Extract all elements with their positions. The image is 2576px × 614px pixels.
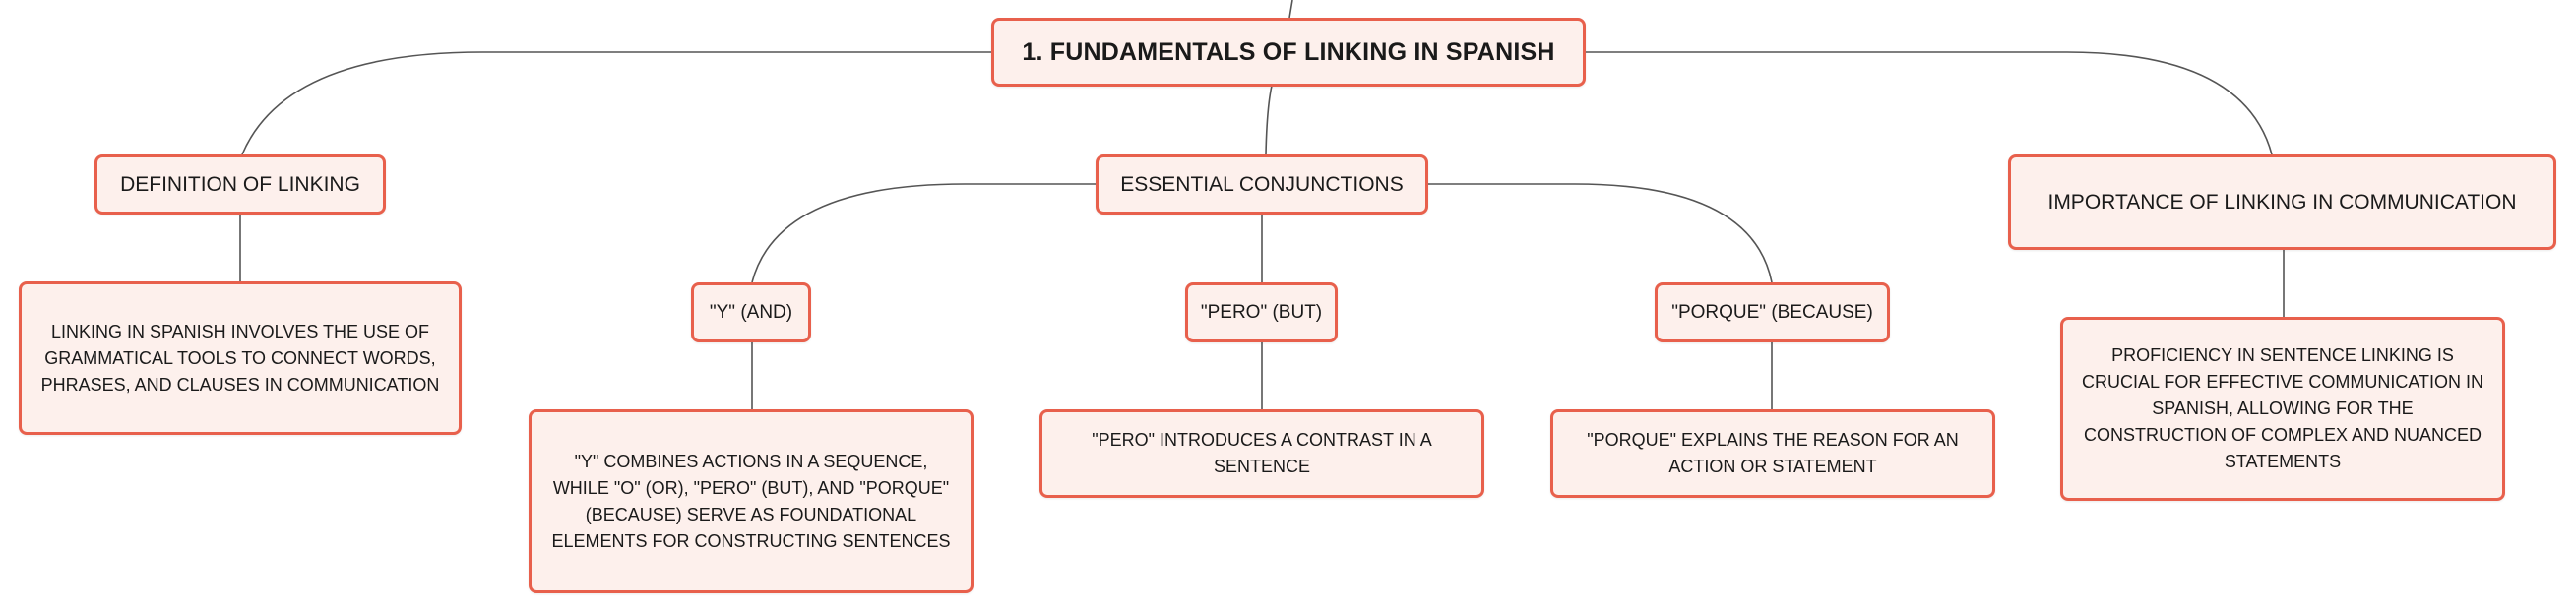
topic-node-definition-label: DEFINITION OF LINKING xyxy=(120,172,360,196)
detail-node-definition-text: LINKING IN SPANISH INVOLVES THE USE OF G… xyxy=(40,321,440,395)
detail-node-importance[interactable]: PROFICIENCY IN SENTENCE LINKING IS CRUCI… xyxy=(2060,317,2505,501)
connector-conjunctions-y xyxy=(751,183,1096,283)
subtopic-node-porque[interactable]: "PORQUE" (BECAUSE) xyxy=(1655,282,1890,342)
topic-node-importance[interactable]: IMPORTANCE OF LINKING IN COMMUNICATION xyxy=(2008,154,2556,250)
connector-root-definition xyxy=(241,51,991,155)
detail-node-pero[interactable]: "PERO" INTRODUCES A CONTRAST IN A SENTEN… xyxy=(1039,409,1484,498)
subtopic-node-pero[interactable]: "PERO" (BUT) xyxy=(1185,282,1338,342)
connector-root-conjunctions xyxy=(1265,85,1273,155)
connector-conjunctions-porque xyxy=(1428,183,1773,283)
topic-node-conjunctions-label: ESSENTIAL CONJUNCTIONS xyxy=(1120,172,1404,196)
detail-node-porque[interactable]: "PORQUE" EXPLAINS THE REASON FOR AN ACTI… xyxy=(1550,409,1995,498)
detail-node-definition[interactable]: LINKING IN SPANISH INVOLVES THE USE OF G… xyxy=(19,281,462,435)
topic-node-importance-label: IMPORTANCE OF LINKING IN COMMUNICATION xyxy=(2047,190,2517,214)
detail-node-porque-text: "PORQUE" EXPLAINS THE REASON FOR AN ACTI… xyxy=(1587,430,1959,476)
detail-node-y-text: "Y" COMBINES ACTIONS IN A SEQUENCE, WHIL… xyxy=(551,451,951,551)
root-node[interactable]: 1. FUNDAMENTALS OF LINKING IN SPANISH xyxy=(991,18,1586,87)
detail-node-y[interactable]: "Y" COMBINES ACTIONS IN A SEQUENCE, WHIL… xyxy=(529,409,974,593)
subtopic-node-pero-label: "PERO" (BUT) xyxy=(1200,301,1323,323)
subtopic-node-porque-label: "PORQUE" (BECAUSE) xyxy=(1671,301,1873,323)
detail-node-importance-text: PROFICIENCY IN SENTENCE LINKING IS CRUCI… xyxy=(2081,345,2483,471)
topic-node-conjunctions[interactable]: ESSENTIAL CONJUNCTIONS xyxy=(1096,154,1428,215)
root-node-label: 1. FUNDAMENTALS OF LINKING IN SPANISH xyxy=(1022,37,1555,66)
subtopic-node-y-label: "Y" (AND) xyxy=(709,301,793,323)
connector-root-importance xyxy=(1586,51,2273,155)
subtopic-node-y[interactable]: "Y" (AND) xyxy=(691,282,811,342)
topic-node-definition[interactable]: DEFINITION OF LINKING xyxy=(94,154,386,215)
detail-node-pero-text: "PERO" INTRODUCES A CONTRAST IN A SENTEN… xyxy=(1092,430,1432,476)
connector-root-incoming xyxy=(1288,0,1293,19)
